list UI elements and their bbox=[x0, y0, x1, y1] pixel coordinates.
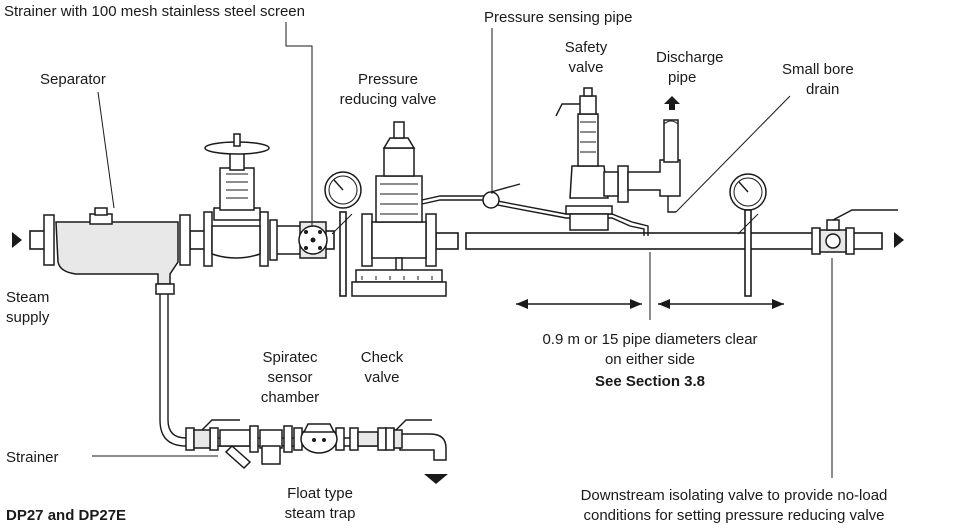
label-drain-line1: Small bore bbox=[782, 61, 854, 78]
label-model: DP27 and DP27E bbox=[6, 507, 126, 524]
label-strainer-small: Strainer bbox=[6, 449, 59, 466]
label-steam-line1: Steam bbox=[6, 289, 49, 306]
label-safety-line1: Safety bbox=[565, 39, 608, 56]
spiratec-sensor-chamber bbox=[249, 425, 293, 465]
label-clearance-line1: 0.9 m or 15 pipe diameters clear bbox=[542, 331, 757, 348]
drain-outlet-arrow bbox=[424, 474, 448, 484]
safety-valve bbox=[555, 87, 629, 231]
label-float-line1: Float type bbox=[287, 485, 353, 502]
label-strainer-main: Strainer with 100 mesh stainless steel s… bbox=[4, 3, 305, 20]
label-float-line2: steam trap bbox=[285, 505, 356, 522]
drain-strainer bbox=[219, 429, 252, 470]
label-see-section: See Section 3.8 bbox=[595, 373, 705, 390]
float-steam-trap bbox=[293, 423, 345, 454]
label-spiratec-line2: sensor bbox=[267, 369, 312, 386]
label-steam-line2: supply bbox=[6, 309, 50, 326]
label-downstream-line2: conditions for setting pressure reducing… bbox=[584, 507, 885, 524]
discharge-pipe bbox=[627, 96, 681, 213]
downstream-isolating-valve bbox=[811, 209, 898, 255]
downstream-pressure-gauge bbox=[729, 173, 767, 297]
label-clearance-line2: on either side bbox=[605, 351, 695, 368]
main-strainer bbox=[269, 219, 328, 261]
label-discharge-line1: Discharge bbox=[656, 49, 724, 66]
label-drain-line2: drain bbox=[806, 81, 839, 98]
drain-isolating-valve bbox=[185, 419, 240, 451]
outlet-flow-arrow bbox=[894, 232, 904, 248]
leader-lines bbox=[92, 22, 833, 478]
discharge-arrow bbox=[664, 96, 680, 104]
label-discharge-line2: pipe bbox=[668, 69, 696, 86]
pressure-sensing-pipe bbox=[421, 183, 649, 236]
label-safety-line2: valve bbox=[568, 59, 603, 76]
label-spiratec-line3: chamber bbox=[261, 389, 319, 406]
check-valve bbox=[349, 427, 387, 451]
label-separator: Separator bbox=[40, 71, 106, 88]
separator bbox=[43, 207, 191, 295]
label-prv-line2: reducing valve bbox=[340, 91, 437, 108]
label-downstream-line1: Downstream isolating valve to provide no… bbox=[581, 487, 888, 504]
label-pressure-sensing-pipe: Pressure sensing pipe bbox=[484, 9, 632, 26]
label-check-line1: Check bbox=[361, 349, 404, 366]
inlet-flow-arrow bbox=[12, 232, 22, 248]
drain-outlet-valve bbox=[385, 419, 432, 451]
pressure-reducing-valve bbox=[351, 121, 447, 297]
label-spiratec-line1: Spiratec bbox=[262, 349, 318, 366]
label-check-line2: valve bbox=[364, 369, 399, 386]
upstream-pressure-gauge bbox=[324, 171, 362, 297]
upstream-globe-valve bbox=[203, 133, 270, 267]
label-prv-line1: Pressure bbox=[358, 71, 418, 88]
clearance-dimension bbox=[516, 252, 784, 320]
